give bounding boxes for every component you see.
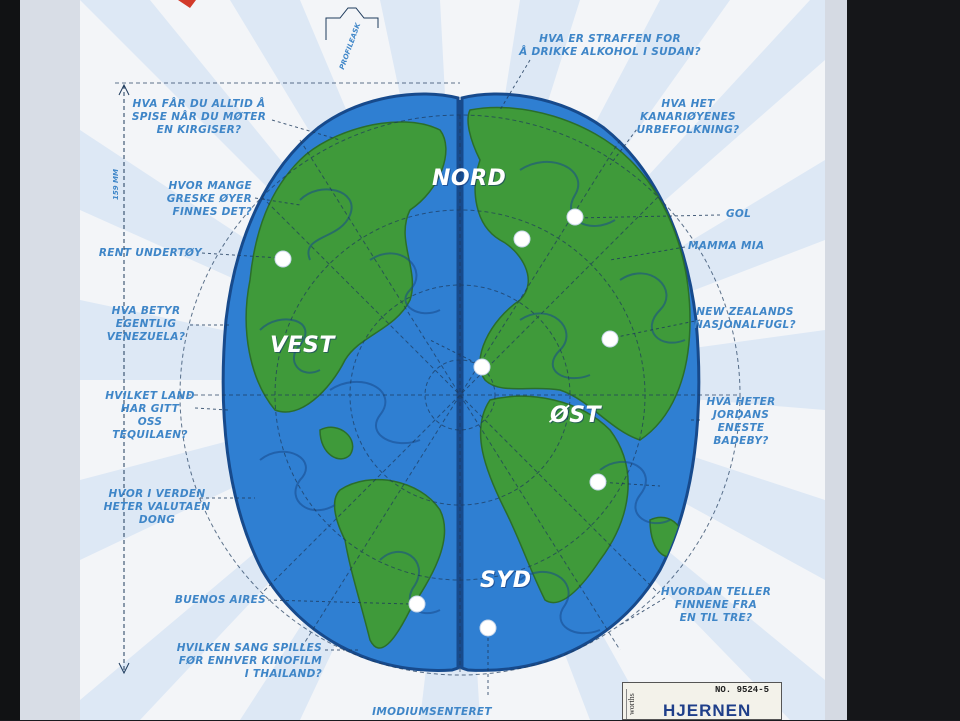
location-markers [274, 208, 619, 637]
profile-bracket [325, 7, 379, 40]
question-undertoy: RENT UNDERTØY [98, 247, 202, 259]
direction-east: ØST [550, 403, 602, 428]
question-sudan: HVA ER STRAFFEN FOR Å DRIKKE ALKOHOL I S… [519, 33, 701, 58]
question-kanari: HVA HET KANARIØYENES URBEFOLKNING? [636, 98, 740, 136]
question-finnene: HVORDAN TELLER FINNENE FRA EN TIL TRE? [660, 586, 772, 624]
publisher-label: worths [626, 689, 647, 719]
dimension-arrow [118, 83, 130, 675]
product-title: HJERNEN [663, 701, 752, 720]
question-imodium: IMODIUMSENTERET [372, 706, 492, 718]
direction-south: SYD [480, 568, 532, 593]
question-venezuela: HVA BETYR EGENTLIG VENEZUELA? [106, 305, 186, 343]
red-mark [178, 0, 196, 8]
question-dong: HVOR I VERDEN HETER VALUTAEN DONG [103, 488, 211, 526]
dimension-label: 159 MM [112, 169, 120, 200]
question-kirgiser: HVA FÅR DU ALLTID Å SPISE NÅR DU MØTER E… [131, 98, 267, 136]
question-tequila: HVILKET LAND HAR GITT OSS TEQUILAEN? [105, 390, 195, 441]
question-buenos: BUENOS AIRES [174, 594, 266, 606]
question-thailand: HVILKEN SANG SPILLES FØR ENHVER KINOFILM… [176, 642, 322, 680]
question-greske: HVOR MANGE GRESKE ØYER FINNES DET? [166, 180, 252, 218]
brain-gyri [259, 160, 686, 635]
product-number: NO. 9524-5 [714, 685, 769, 695]
leader-lines [190, 59, 721, 695]
question-jordan: HVA HETER JORDANS ENESTE BADEBY? [706, 396, 776, 447]
question-gol: GOL [726, 208, 752, 220]
direction-west: VEST [270, 333, 335, 358]
question-newzealand: NEW ZEALANDS NASJONALFUGL? [694, 306, 796, 331]
question-mamma: MAMMA MIA [688, 240, 765, 252]
product-tag: worths NO. 9524-5 HJERNEN [622, 682, 782, 720]
direction-north: NORD [432, 166, 507, 191]
continents [245, 121, 447, 649]
globe-grid [115, 82, 741, 676]
